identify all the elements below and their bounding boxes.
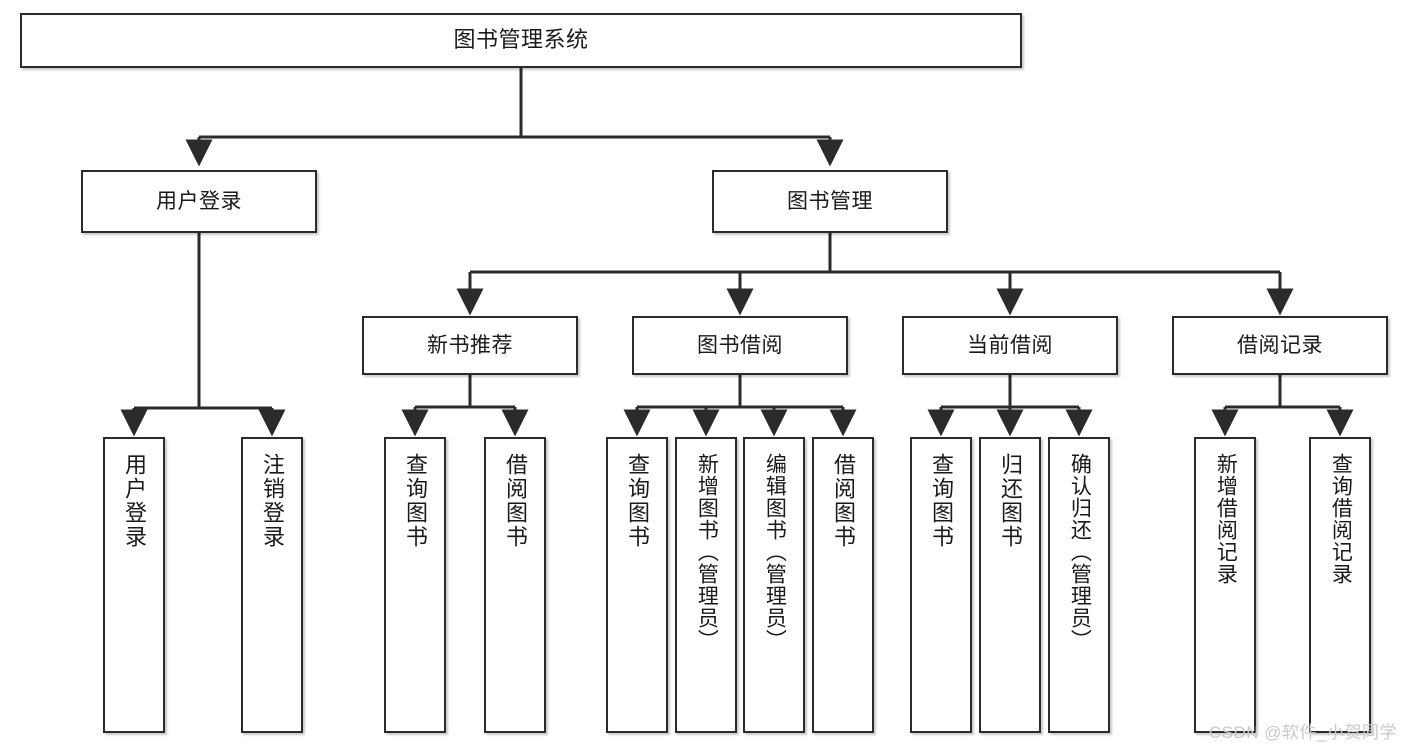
node-user-login[interactable]: 用户登录 [81, 170, 317, 233]
leaf-query-borrow-record[interactable]: 查询借阅记录 [1309, 437, 1371, 733]
node-label: 注销登录 [259, 453, 285, 549]
node-label: 借阅图书 [830, 453, 856, 549]
node-label: 查询图书 [402, 453, 428, 549]
node-label: 编辑图书（管理员） [763, 453, 787, 651]
node-label: 用户登录 [121, 453, 147, 549]
node-book-borrow[interactable]: 图书借阅 [632, 316, 848, 375]
leaf-add-borrow-record[interactable]: 新增借阅记录 [1194, 437, 1256, 733]
node-label: 新增借阅记录 [1214, 453, 1238, 585]
node-label: 归还图书 [997, 453, 1023, 549]
leaf-query-book-borrow[interactable]: 查询图书 [606, 437, 668, 733]
node-label: 新增图书（管理员） [695, 453, 719, 651]
leaf-logout[interactable]: 注销登录 [241, 437, 303, 733]
leaf-borrow-book[interactable]: 借阅图书 [812, 437, 874, 733]
node-book-management[interactable]: 图书管理 [712, 170, 948, 233]
node-label: 查询借阅记录 [1329, 453, 1353, 585]
watermark-text: CSDN @软件_小贺同学 [1208, 723, 1397, 742]
node-label: 借阅图书 [502, 453, 528, 549]
leaf-add-book-admin[interactable]: 新增图书（管理员） [675, 437, 737, 733]
node-label: 图书管理系统 [453, 27, 589, 53]
node-label: 借阅记录 [1237, 333, 1323, 357]
node-label: 图书借阅 [697, 333, 783, 357]
leaf-edit-book-admin[interactable]: 编辑图书（管理员） [743, 437, 805, 733]
leaf-return-book[interactable]: 归还图书 [979, 437, 1041, 733]
node-label: 查询图书 [928, 453, 954, 549]
node-label: 查询图书 [624, 453, 650, 549]
node-label: 用户登录 [156, 189, 242, 213]
node-label: 当前借阅 [967, 333, 1053, 357]
node-label: 新书推荐 [427, 333, 513, 357]
node-new-book-recommend[interactable]: 新书推荐 [362, 316, 578, 375]
leaf-query-book-recommend[interactable]: 查询图书 [384, 437, 446, 733]
node-label: 图书管理 [787, 189, 873, 213]
node-label: 确认归还（管理员） [1068, 453, 1092, 651]
leaf-user-login[interactable]: 用户登录 [103, 437, 165, 733]
leaf-borrow-book-recommend[interactable]: 借阅图书 [484, 437, 546, 733]
node-current-borrow[interactable]: 当前借阅 [902, 316, 1118, 375]
leaf-query-book-current[interactable]: 查询图书 [910, 437, 972, 733]
node-borrow-record[interactable]: 借阅记录 [1172, 316, 1388, 375]
node-root-system[interactable]: 图书管理系统 [20, 13, 1022, 68]
leaf-confirm-return-admin[interactable]: 确认归还（管理员） [1048, 437, 1110, 733]
